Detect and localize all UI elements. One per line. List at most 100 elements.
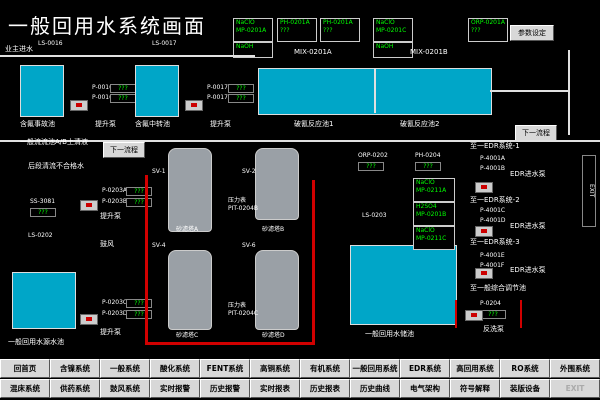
filter-vessel-c[interactable]	[168, 250, 212, 330]
nav-button-6[interactable]: 历史报表	[300, 379, 350, 398]
nav-button-1[interactable]: 含镍系统	[50, 359, 100, 378]
edr-pump-label-2: EDR进水泵	[510, 222, 546, 230]
to-edr-3: 至一EDR系统-3	[470, 238, 520, 246]
nav-button-3[interactable]: 酸化系统	[150, 359, 200, 378]
nav-button-11[interactable]: 外围系统	[550, 359, 600, 378]
pump-3[interactable]	[80, 200, 98, 211]
tank-2[interactable]	[135, 65, 179, 117]
nav-button-2[interactable]: 一般系统	[100, 359, 150, 378]
nav-button-1[interactable]: 供药系统	[50, 379, 100, 398]
pit-label-2: PIT-0204C	[228, 310, 259, 317]
nav-button-9[interactable]: 高回用系统	[450, 359, 500, 378]
nav-button-8[interactable]: EDR系统	[400, 359, 450, 378]
nav-button-4[interactable]: 历史报警	[200, 379, 250, 398]
nav-button-4[interactable]: FENT系统	[200, 359, 250, 378]
next-process-button[interactable]: 下一流程	[515, 125, 557, 141]
tank-4-label: 破氰反应池2	[400, 120, 440, 128]
tank-3-label: 破氰反应池1	[294, 120, 334, 128]
tank-6-label: 一般回用水储池	[365, 330, 414, 338]
pump-1-label: 提升泵	[95, 120, 116, 128]
p4001b-tag: P-4001B	[480, 165, 506, 172]
tank-1-label: 含氟事故池	[20, 120, 55, 128]
ss3081-value: ???	[30, 208, 56, 217]
edr-pump-3[interactable]	[475, 268, 493, 279]
pump-5[interactable]	[465, 310, 483, 321]
orp0202-value: ???	[358, 162, 384, 171]
hot-pipe-bottom	[145, 342, 315, 345]
nav-button-9[interactable]: 符号解释	[450, 379, 500, 398]
cond-label-2: 后段清流不合格水	[28, 162, 84, 170]
nav-button-11[interactable]: EXIT	[550, 379, 600, 398]
reagent-box-naoh: NaOH	[233, 42, 273, 58]
to-edr-1: 至一EDR系统-1	[470, 142, 520, 150]
p0203a-value: ???	[126, 187, 152, 196]
filter-vessel-a[interactable]	[168, 148, 212, 232]
sv-4: SV-4	[152, 242, 166, 249]
filter-vessel-b[interactable]	[255, 148, 299, 220]
reagent-name: NaClO	[236, 19, 255, 26]
filter-vessel-d[interactable]	[255, 250, 299, 330]
edr-pump-2[interactable]	[475, 226, 493, 237]
pipe-top-right	[490, 90, 570, 92]
tank-6-tag: LS-0203	[362, 212, 387, 219]
pump-4[interactable]	[80, 314, 98, 325]
nav-button-0[interactable]: 混床系统	[0, 379, 50, 398]
nav-button-6[interactable]: 有机系统	[300, 359, 350, 378]
pump-1[interactable]	[70, 100, 88, 111]
tank-divider	[374, 68, 376, 113]
tank-1[interactable]	[20, 65, 64, 117]
tag-p0016b: P-0016B	[92, 94, 118, 101]
p0017a-value: ???	[228, 84, 254, 93]
to-total-label: 至一般综合调节池	[470, 284, 526, 292]
tank-2-tag: LS-0017	[152, 40, 177, 47]
tag-p0203a: P-0203A	[102, 187, 128, 194]
tag-p0203c: P-0203C	[102, 299, 128, 306]
pipe-top	[0, 55, 255, 57]
next-process-button-2[interactable]: 下一流程	[103, 142, 145, 158]
nav-button-5[interactable]: 实时报表	[250, 379, 300, 398]
edr-pump-1[interactable]	[475, 182, 493, 193]
blower-label: 鼓风	[100, 240, 114, 248]
tank-5[interactable]	[12, 272, 76, 329]
nav-button-2[interactable]: 鼓风系统	[100, 379, 150, 398]
tag-p0203b: P-0203B	[102, 198, 128, 205]
p4001a-tag: P-4001A	[480, 155, 506, 162]
pump-2[interactable]	[185, 100, 203, 111]
nav-button-0[interactable]: 回首页	[0, 359, 50, 378]
reagent-name: H2SO4	[416, 203, 437, 210]
nav-button-5[interactable]: 高铜系统	[250, 359, 300, 378]
reagent2-box-3: NaClO MP-0211C	[413, 226, 455, 250]
p0204-value: ???	[480, 310, 506, 319]
page-title: 一般回用水系统画面	[8, 14, 206, 38]
reagent-name: NaClO	[416, 179, 435, 186]
cond-label-1: 一般流流池A/B上清液	[20, 138, 88, 146]
pump-4-label: 提升泵	[100, 328, 121, 336]
reagent-name: ORP-0201A	[471, 19, 505, 26]
edr-pump-label-1: EDR进水泵	[510, 170, 546, 178]
hot-pipe-r2	[520, 300, 522, 328]
nav-button-8[interactable]: 电气架构	[400, 379, 450, 398]
p4001c-tag: P-4001C	[480, 207, 506, 214]
side-label: EXIT	[582, 155, 596, 227]
tag-ph0204: PH-0204	[415, 152, 441, 159]
pit-label-1: PIT-0204B	[228, 205, 259, 212]
reagent-box-1: NaClO MP-0201A	[233, 18, 273, 42]
reagent-pump: MP-0211A	[416, 187, 447, 194]
nav-button-3[interactable]: 实时报警	[150, 379, 200, 398]
nav-button-10[interactable]: 装版设备	[500, 379, 550, 398]
reagent-box-4: NaClO MP-0201C	[373, 18, 413, 42]
reagent-box-naoh-2: NaOH	[373, 42, 413, 58]
nav-button-7[interactable]: 历史曲线	[350, 379, 400, 398]
nav-button-7[interactable]: 一般回用系统	[350, 359, 400, 378]
sv-1: SV-1	[152, 168, 166, 175]
nav-button-10[interactable]: RO系统	[500, 359, 550, 378]
reagent-name: PH-0201A	[323, 19, 353, 26]
sv-6: SV-6	[242, 242, 256, 249]
tank-2-label: 含氟中转池	[135, 120, 170, 128]
p0204-tag: P-0204	[480, 300, 501, 307]
reagent2-box-2: H2SO4 MP-0201B	[413, 202, 455, 226]
param-setting-button[interactable]: 参数设定	[510, 25, 554, 41]
reagent-pump: ???	[471, 27, 481, 34]
p0016b-value: ???	[110, 94, 136, 103]
tank-6[interactable]	[350, 245, 457, 325]
